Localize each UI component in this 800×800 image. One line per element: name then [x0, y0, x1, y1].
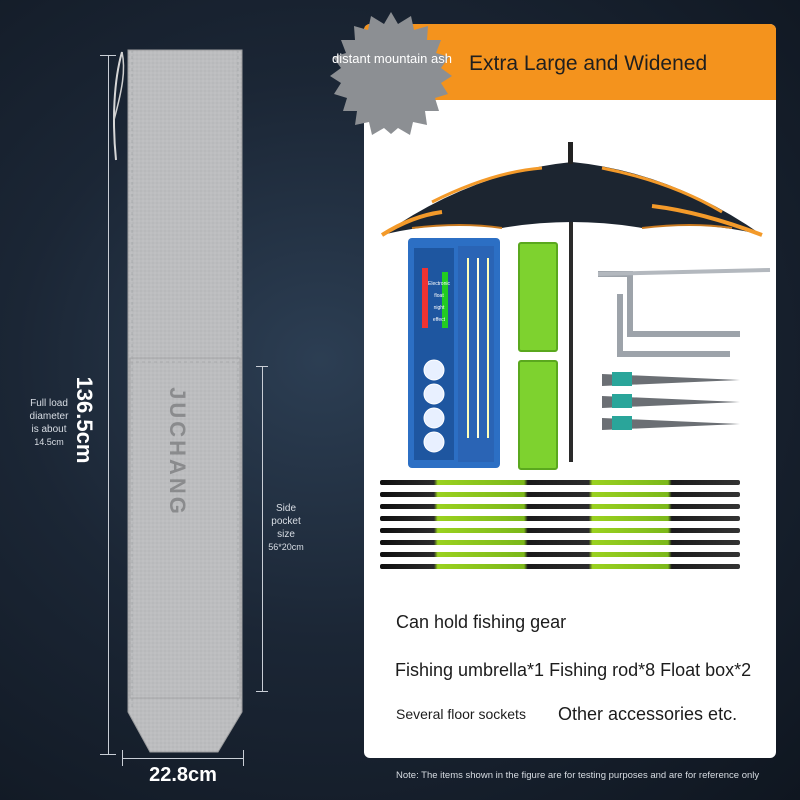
- fishing-rod: [380, 492, 740, 497]
- fishing-rod: [380, 528, 740, 533]
- pocket-dimension-bottom-tick: [256, 691, 268, 692]
- pocket-line-3: size: [277, 529, 295, 540]
- diameter-line-1: Full load: [30, 398, 68, 409]
- brand-badge-text: distant mountain ash: [332, 51, 452, 66]
- pocket-dimension-line: [262, 366, 263, 692]
- pocket-dimension-top-tick: [256, 366, 268, 367]
- pocket-line-1: Side: [275, 503, 296, 514]
- other-accessories-text: Other accessories etc.: [558, 704, 738, 724]
- pocket-size-label: Side pocket size 56*20cm: [264, 502, 308, 554]
- fishing-rod: [380, 504, 740, 509]
- pocket-line-4: 56*20cm: [268, 542, 304, 552]
- fishing-rod: [380, 540, 740, 545]
- line-box-bottom: [518, 360, 558, 470]
- float-caption-2: float: [434, 293, 444, 299]
- diameter-line-4: 14.5cm: [34, 437, 64, 447]
- line-box-top: [518, 242, 558, 352]
- float-box-caption: Electronic float night effect: [424, 278, 454, 326]
- contents-list: Fishing umbrella*1 Fishing rod*8 Float b…: [395, 660, 752, 680]
- fishing-rod: [380, 564, 740, 569]
- diameter-label: Full load diameter is about 14.5cm: [20, 397, 78, 449]
- fishing-umbrella-illustration: [380, 142, 763, 462]
- diameter-line-3: is about: [31, 424, 67, 435]
- bag-brand-logo: JUCHANG: [165, 387, 190, 517]
- length-dimension-line: [108, 55, 109, 755]
- disclaimer-note: Note: The items shown in the figure are …: [396, 770, 760, 781]
- length-dimension-top-tick: [100, 55, 116, 56]
- float-caption-1: Electronic: [428, 281, 450, 287]
- width-dimension-right-tick: [243, 750, 244, 766]
- card-title: Extra Large and Widened: [469, 52, 708, 75]
- pocket-line-2: pocket: [271, 516, 301, 527]
- length-dimension-bottom-tick: [100, 754, 116, 755]
- floor-sockets-text: Several floor sockets: [396, 706, 526, 722]
- width-dimension-left-tick: [122, 750, 123, 766]
- ground-sockets-illustration: [597, 268, 771, 430]
- diameter-line-2: diameter: [29, 411, 69, 422]
- fishing-rod: [380, 552, 740, 557]
- fishing-bag-illustration: [113, 49, 243, 753]
- bag-width-label: 22.8cm: [149, 764, 217, 786]
- fishing-rod: [380, 480, 740, 485]
- brand-badge-icon: [330, 12, 452, 135]
- fishing-rod: [380, 516, 740, 521]
- float-box-illustration: [408, 238, 500, 468]
- float-caption-4: effect: [432, 317, 446, 323]
- width-dimension-line: [122, 758, 244, 759]
- float-caption-3: night: [433, 305, 445, 311]
- capacity-heading: Can hold fishing gear: [396, 612, 567, 632]
